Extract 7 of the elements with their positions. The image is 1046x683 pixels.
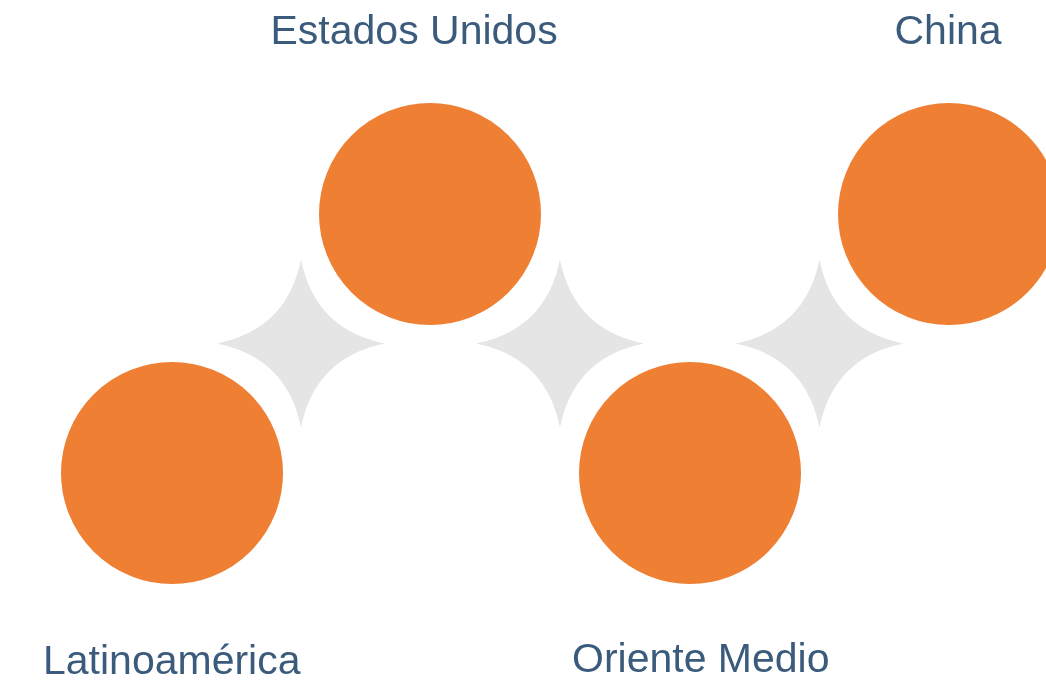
region-label: Oriente Medio — [572, 634, 830, 682]
region-label: Latinoamérica — [43, 636, 301, 683]
region-label: China — [894, 6, 1002, 54]
connector-shape — [217, 259, 385, 428]
region-label: Estados Unidos — [270, 6, 558, 54]
connector-shape — [476, 259, 644, 428]
connector-shape — [735, 259, 904, 428]
